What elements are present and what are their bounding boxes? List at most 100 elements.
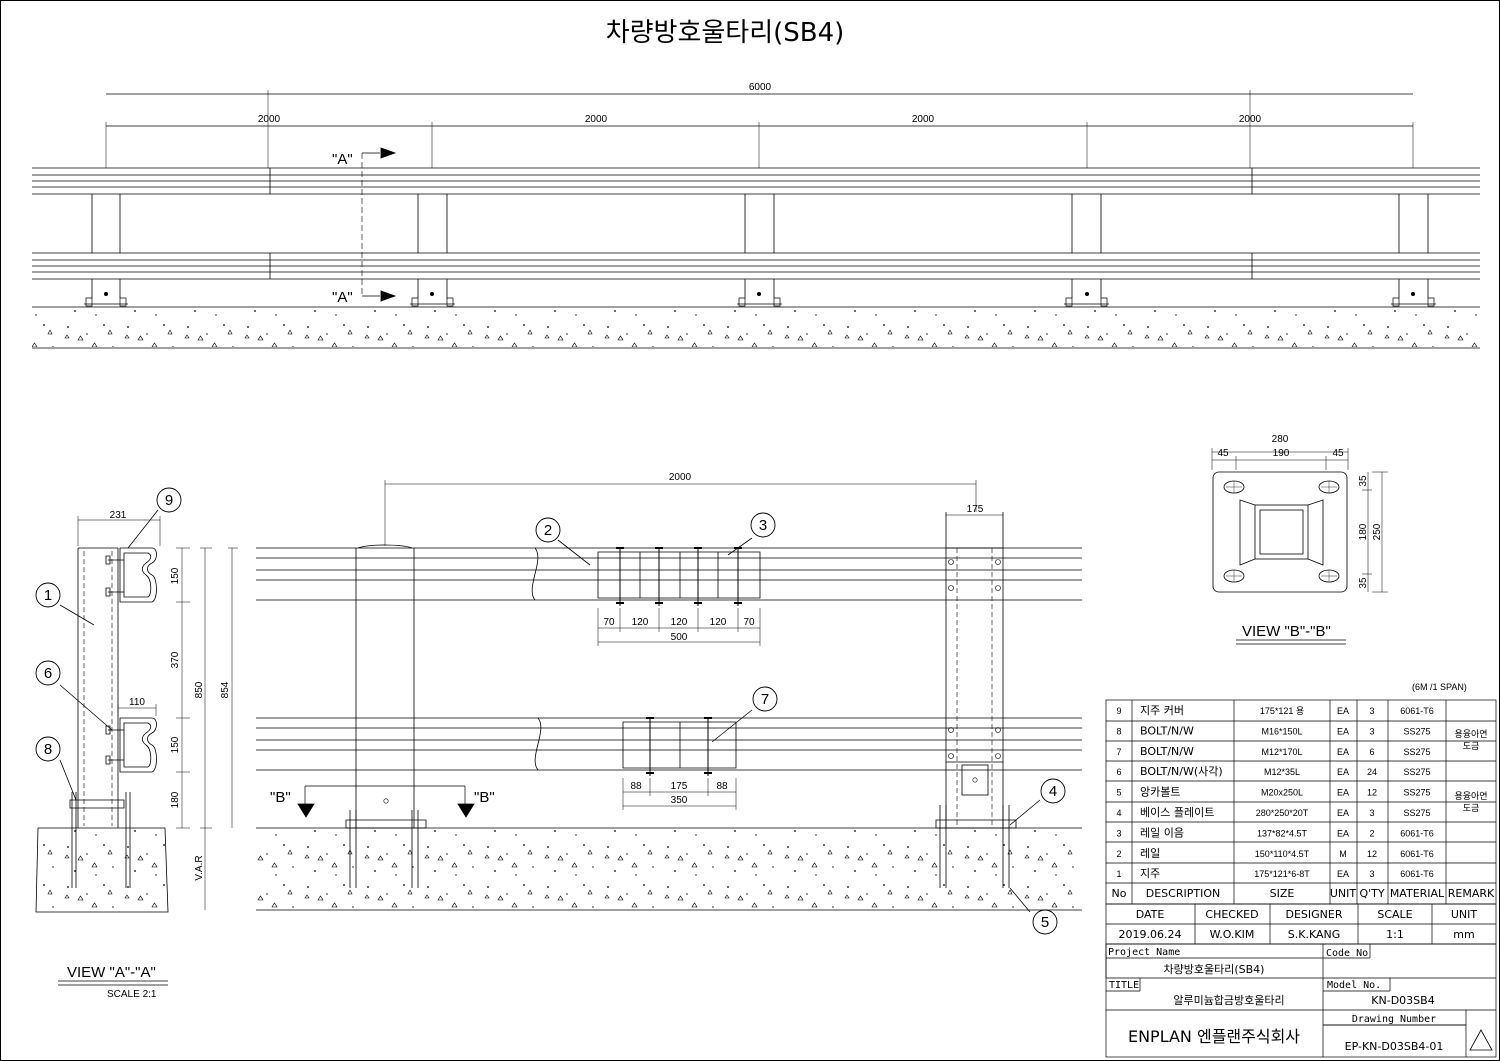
bom-cell-size: M20x250L — [1261, 788, 1303, 798]
bom-cell-size: 175*121*6-8T — [1254, 869, 1310, 879]
drawing-title: 차량방호울타리(SB4) — [605, 18, 845, 48]
detail-dim: 175 — [967, 504, 984, 515]
model-label: Model No. — [1327, 980, 1381, 991]
view-b-dim: 180 — [1358, 523, 1369, 540]
sign-header: DESIGNER — [1286, 908, 1343, 921]
view-a-dim: 850 — [194, 681, 205, 698]
bom-cell-qty: 12 — [1367, 788, 1377, 798]
bom-cell-mat: 6061-T6 — [1400, 849, 1434, 859]
bom-cell-qty: 6 — [1369, 747, 1374, 757]
detail-dim: 88 — [716, 781, 728, 792]
bom-cell-mat: SS275 — [1403, 808, 1430, 818]
bom-cell-unit: EA — [1337, 767, 1349, 777]
view-b-dim: 250 — [1372, 523, 1383, 540]
bom-cell-unit: EA — [1337, 747, 1349, 757]
detail-dim: 88 — [630, 781, 642, 792]
callout-5: 5 — [1041, 914, 1049, 931]
bom-cell-qty: 2 — [1369, 828, 1374, 838]
section-mark-b: "B" — [474, 789, 495, 806]
bom-cell-size: 280*250*20T — [1256, 808, 1309, 818]
elev-span-dim: 2000 — [258, 114, 281, 125]
bom-cell-size: 137*82*4.5T — [1257, 828, 1308, 838]
bom-cell-desc: 레일 — [1140, 846, 1160, 860]
bom-header-cell: No — [1112, 887, 1127, 900]
view-b-plate — [1211, 448, 1388, 593]
callout-8: 8 — [44, 741, 52, 758]
bom-cell-qty: 3 — [1369, 726, 1374, 736]
bom-header-cell: DESCRIPTION — [1146, 887, 1220, 900]
sign-header: UNIT — [1451, 908, 1478, 921]
detail-dim: 350 — [671, 795, 688, 806]
bom-cell-mat: SS275 — [1403, 788, 1430, 798]
bom-cell-unit: EA — [1337, 869, 1349, 879]
callout-3: 3 — [759, 517, 767, 534]
view-a-dim: 110 — [129, 697, 145, 708]
bom-cell-size: 150*110*4.5T — [1255, 849, 1310, 859]
view-a-dim: 150 — [170, 567, 181, 584]
elevation-view — [32, 90, 1480, 349]
bom-cell-no: 2 — [1116, 849, 1121, 859]
detail-dim: 120 — [632, 617, 649, 628]
callout-4: 4 — [1049, 783, 1057, 800]
bom-cell-unit: EA — [1337, 726, 1349, 736]
bom-cell-unit: EA — [1337, 788, 1349, 798]
bom-cell-size: M12*35L — [1264, 767, 1300, 777]
bom-cell-mat: SS275 — [1403, 747, 1430, 757]
bom-cell-no: 8 — [1116, 726, 1121, 736]
sign-header: DATE — [1136, 908, 1165, 921]
detail-dim: 120 — [710, 617, 727, 628]
drawing-number-label: Drawing Number — [1352, 1014, 1436, 1025]
view-b-dim: 45 — [1332, 448, 1344, 459]
bom-cell-unit: EA — [1337, 706, 1349, 716]
view-a-dim: 854 — [220, 681, 231, 698]
bom-header-cell: MATERIAL — [1390, 887, 1445, 900]
view-a-scale: SCALE 2:1 — [107, 989, 157, 1000]
view-b-dim: 35 — [1358, 577, 1369, 589]
view-a-dim: 180 — [170, 791, 181, 808]
bom-cell-desc: 앙카볼트 — [1140, 786, 1180, 799]
sign-value: mm — [1453, 928, 1474, 941]
bom-cell-mat: 6061-T6 — [1400, 869, 1434, 879]
view-b-dim: 280 — [1272, 434, 1289, 445]
bom-header-cell: Q'TY — [1359, 887, 1384, 900]
bom-cell-desc: 지주 커버 — [1140, 704, 1184, 717]
bom-cell-mat: 6061-T6 — [1400, 828, 1434, 838]
bom-cell-qty: 24 — [1367, 767, 1377, 777]
bom-cell-desc: BOLT/N/W(사각) — [1140, 765, 1223, 778]
bom-remark: 용융아연 — [1454, 729, 1487, 739]
bom-remark: 도금 — [1463, 803, 1480, 813]
view-a-dim: V.A.R — [194, 855, 205, 880]
sign-value: 1:1 — [1386, 928, 1404, 941]
callout-9: 9 — [165, 492, 173, 509]
bom-header-cell: UNIT — [1330, 887, 1357, 900]
view-a-dim: 231 — [110, 510, 127, 521]
elev-span-dim: 2000 — [1239, 114, 1262, 125]
sign-header: SCALE — [1377, 908, 1412, 921]
bom-cell-no: 3 — [1116, 828, 1121, 838]
model-number: KN-D03SB4 — [1371, 994, 1434, 1007]
bom-cell-no: 5 — [1116, 788, 1121, 798]
bom-remark: 용융아연 — [1454, 791, 1487, 801]
sign-value: W.O.KIM — [1210, 928, 1255, 941]
sign-value: 2019.06.24 — [1119, 928, 1182, 941]
view-b-dim: 190 — [1273, 448, 1290, 459]
bom-cell-mat: 6061-T6 — [1400, 706, 1434, 716]
code-label: Code No — [1326, 948, 1368, 959]
elev-span-dim: 2000 — [585, 114, 608, 125]
detail-dim: 175 — [671, 781, 688, 792]
drawing-number: EP-KN-D03SB4-01 — [1345, 1040, 1444, 1053]
bom-cell-size: 175*121 용 — [1260, 706, 1304, 716]
callout-2: 2 — [544, 522, 552, 539]
bom-cell-qty: 3 — [1369, 808, 1374, 818]
elev-total-dim: 6000 — [749, 82, 772, 93]
bom-cell-mat: SS275 — [1403, 767, 1430, 777]
detail-dim: 120 — [671, 617, 688, 628]
span-note: (6M /1 SPAN) — [1412, 682, 1467, 692]
view-a-dim: 150 — [170, 736, 181, 753]
bom-cell-desc: 지주 — [1140, 867, 1160, 880]
callout-7: 7 — [761, 691, 769, 708]
bom-cell-no: 4 — [1116, 808, 1121, 818]
bom-cell-no: 1 — [1116, 869, 1121, 879]
bom-cell-desc: BOLT/N/W — [1140, 745, 1194, 758]
view-a-section — [35, 509, 238, 913]
